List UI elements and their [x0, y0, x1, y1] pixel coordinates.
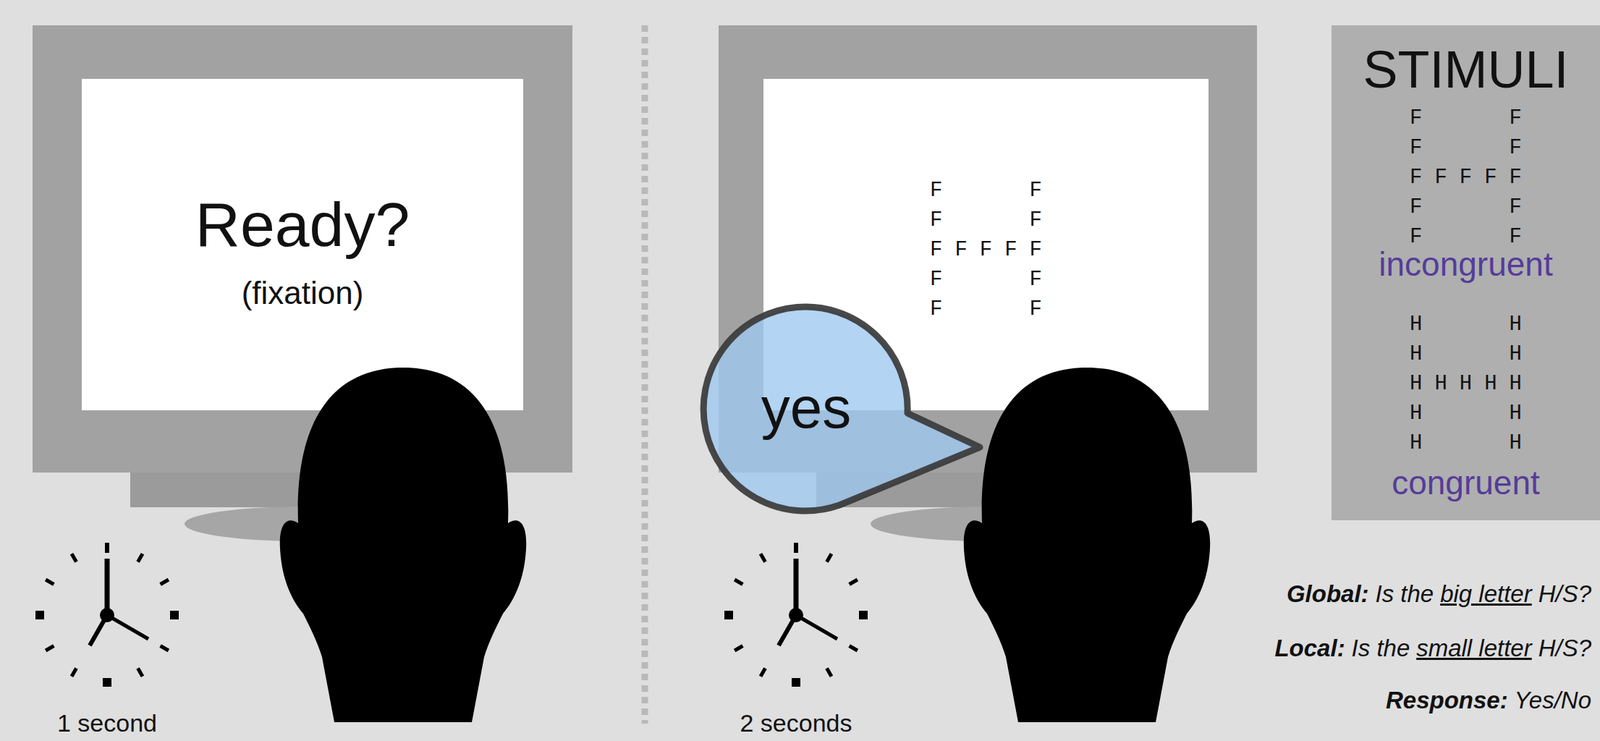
- panel-title: STIMULI: [1331, 43, 1600, 96]
- speech-bubble: yes: [704, 306, 909, 511]
- response-text: yes: [704, 379, 909, 438]
- panel-divider: [641, 25, 649, 724]
- task-question: H/S?: [1538, 580, 1592, 608]
- duration-label: 1 second: [0, 709, 215, 737]
- stimulus-letters: F F F F FFFFF F F F F: [929, 175, 1058, 325]
- clock-icon: [35, 542, 179, 687]
- task-question: Is the: [1375, 580, 1435, 608]
- stimulus-letters: F F F F FFFFF F F F F: [1409, 103, 1538, 252]
- fixation-note: (fixation): [81, 275, 524, 311]
- duration-label: 2 seconds: [740, 709, 853, 737]
- task-target: small letter: [1416, 634, 1532, 662]
- head-silhouette: [963, 367, 1210, 723]
- clock-icon: [724, 542, 868, 687]
- duration-label: 1 second: [57, 709, 158, 737]
- task-question: Local:Is thesmall letterH/S?: [1274, 635, 1592, 662]
- stimuli-panel: STIMULI F F F F FFFFF F F F FincongruentH…: [1331, 25, 1600, 521]
- head-silhouette: [280, 367, 527, 723]
- task-name: Response:: [1385, 686, 1509, 714]
- task-question: H/S?: [1538, 634, 1592, 662]
- stimulus-screen: F F F F FFFFF F F F F: [763, 78, 1209, 411]
- task-question: Is the: [1351, 634, 1411, 662]
- fixation-screen: Ready? (fixation): [81, 78, 524, 411]
- condition-label: congruent: [1331, 466, 1600, 500]
- monitor-frame: [32, 25, 573, 473]
- prompt-text: Ready?: [81, 193, 524, 256]
- task-name: Local:: [1274, 634, 1345, 662]
- speech-bubble-shape: [703, 306, 980, 511]
- task-name: Global:: [1286, 580, 1370, 608]
- duration-label: 2 seconds: [688, 709, 904, 737]
- task-question: Response:Yes/No: [1385, 687, 1592, 714]
- task-target: big letter: [1440, 580, 1532, 608]
- stimulus-letters: H H H H HHHHH H H H H: [1409, 309, 1538, 459]
- task-question: Global:Is thebig letterH/S?: [1286, 581, 1592, 608]
- task-question: Yes/No: [1514, 686, 1592, 714]
- condition-label: incongruent: [1331, 247, 1600, 281]
- monitor-screen: [81, 78, 524, 411]
- stimuli-panel-bg: [1331, 25, 1600, 521]
